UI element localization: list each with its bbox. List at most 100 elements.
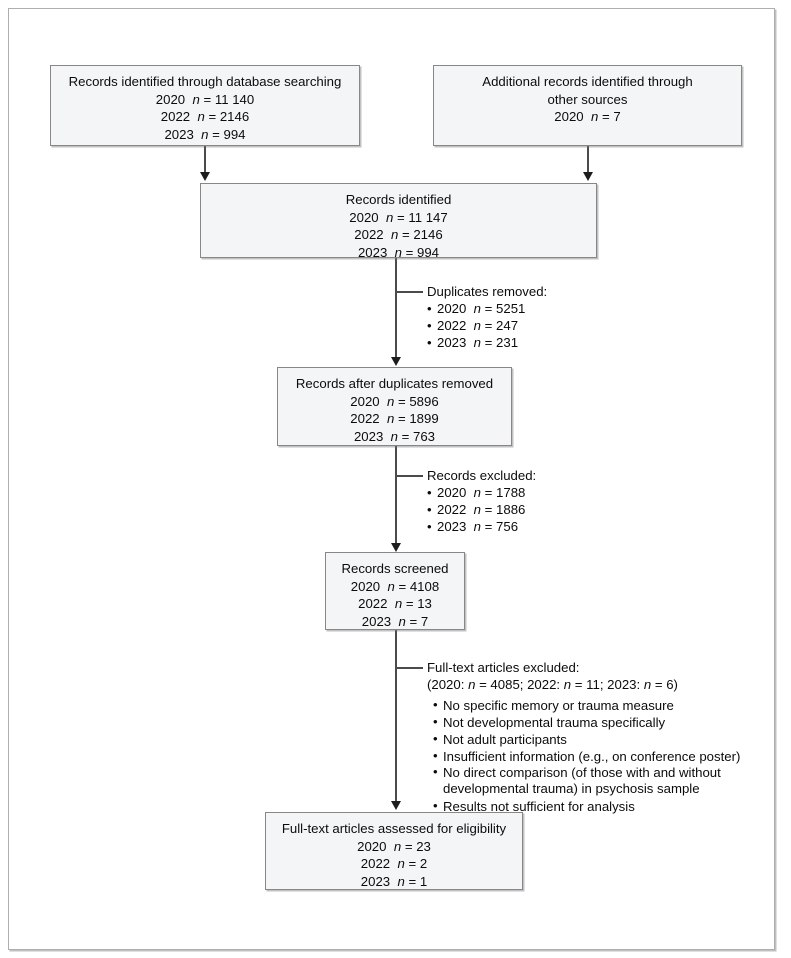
row-year: 2020 [349, 209, 379, 225]
note-list-item: 2023 n = 756 [427, 518, 536, 535]
note-list-item: Not developmental trauma specifically [433, 713, 743, 731]
item-year: 2023 [437, 519, 467, 535]
n-symbol: n [390, 428, 398, 444]
node-row: 2022 n = 13 [358, 595, 432, 613]
row-year: 2020 [357, 838, 387, 854]
note-list-item: No specific memory or trauma measure [433, 696, 743, 714]
node-title: Records after duplicates removed [295, 376, 494, 391]
node-title: Additional records identified through [482, 74, 693, 89]
row-value: 1899 [409, 411, 439, 427]
item-value: 756 [496, 519, 519, 535]
tick-fulltext-note [395, 667, 423, 669]
row-year: 2020 [350, 393, 380, 409]
note-header: Records excluded: [427, 468, 537, 483]
n-symbol: n [473, 301, 482, 317]
item-eq: = [481, 301, 497, 317]
note-list: 2020 n = 1788 2022 n = 1886 2023 n = 756 [427, 484, 536, 535]
n-symbol: n [563, 677, 572, 693]
n-symbol: n [385, 209, 394, 225]
row-year: 2022 [358, 596, 388, 612]
row-eq: = [208, 126, 224, 142]
node-records-identified: Records identified 2020 n = 11 147 2022 … [200, 183, 597, 260]
row-eq: = [598, 109, 614, 125]
row-year: 2022 [354, 227, 384, 243]
row-year: 2020 [554, 109, 584, 125]
node-records-after-duplicates-removed: Records after duplicates removed 2020 n … [277, 367, 512, 446]
tick-duplicates-note [395, 291, 423, 293]
row-year: 2023 [353, 428, 384, 444]
arrowhead-eligibility [390, 801, 401, 810]
row-eq: = [405, 613, 421, 629]
n-symbol: n [394, 244, 402, 260]
node-row: 2020 n = 11 147 [349, 209, 447, 227]
n-symbol: n [386, 411, 395, 427]
node-row: 2020 n = 23 [357, 838, 431, 856]
tick-excluded-note [395, 475, 423, 477]
row-value: 4108 [409, 578, 440, 594]
node-row: 2023 n = 1 [361, 873, 427, 891]
note-list-item: Results not sufficient for analysis [433, 797, 743, 815]
row-eq: = [404, 856, 420, 872]
row-value: 23 [416, 838, 431, 854]
connector-other-sources-down [587, 146, 589, 174]
row-year: 2023 [357, 244, 388, 260]
node-row: 2020 n = 7 [554, 108, 620, 126]
n-symbol: n [192, 91, 200, 107]
connector-identified-to-dedup [395, 258, 397, 359]
counts-part-3: = 6) [651, 677, 678, 693]
row-eq: = [204, 109, 220, 125]
node-title: Records identified [345, 192, 452, 207]
item-value: 1788 [496, 485, 526, 501]
connector-screened-to-eligibility [395, 630, 397, 804]
row-value: 11 140 [214, 91, 255, 107]
connector-dedup-to-screened [395, 446, 397, 546]
arrowhead-other-sources [582, 172, 593, 181]
node-row: 2022 n = 2146 [161, 108, 249, 126]
n-symbol: n [397, 856, 405, 872]
item-year: 2020 [437, 301, 467, 317]
n-symbol: n [468, 677, 476, 693]
n-symbol: n [643, 677, 652, 693]
n-symbol: n [397, 873, 405, 889]
arrowhead-dedup [390, 357, 401, 366]
node-row: 2023 n = 7 [362, 613, 428, 631]
row-eq: = [401, 838, 417, 854]
n-symbol: n [393, 838, 402, 854]
row-value: 1 [419, 873, 428, 889]
item-value: 5251 [496, 301, 526, 317]
note-list-item: 2022 n = 247 [427, 317, 547, 334]
connector-db-search-down [204, 146, 206, 174]
item-value: 231 [496, 335, 519, 351]
row-value: 7 [420, 613, 429, 629]
item-value: 1886 [496, 502, 526, 518]
item-year: 2022 [437, 502, 467, 518]
row-eq: = [397, 428, 414, 444]
note-fulltext-articles-excluded: Full-text articles excluded: (2020: n = … [427, 659, 743, 815]
row-eq: = [401, 244, 418, 260]
item-eq: = [481, 335, 497, 351]
row-value: 994 [417, 244, 440, 260]
node-row: 2022 n = 2146 [354, 226, 442, 244]
note-list-item: 2023 n = 231 [427, 334, 547, 351]
item-eq: = [481, 502, 497, 518]
note-list-item: 2020 n = 1788 [427, 484, 536, 501]
note-records-excluded: Records excluded: 2020 n = 1788 2022 n =… [427, 467, 536, 535]
row-eq: = [404, 873, 420, 889]
n-symbol: n [387, 578, 395, 594]
n-symbol: n [473, 502, 482, 518]
node-additional-records-other-sources: Additional records identified through ot… [433, 65, 742, 146]
n-symbol: n [590, 109, 599, 125]
row-value: 5896 [409, 393, 439, 409]
n-symbol: n [398, 613, 406, 629]
node-title: Records screened [341, 561, 449, 576]
note-list: 2020 n = 5251 2022 n = 247 2023 n = 231 [427, 300, 547, 351]
node-records-screened: Records screened 2020 n = 4108 2022 n = … [325, 552, 465, 630]
row-year: 2020 [350, 578, 381, 594]
note-counts: (2020: n = 4085; 2022: n = 11; 2023: n =… [427, 676, 743, 695]
item-year: 2020 [437, 485, 467, 501]
n-symbol: n [390, 227, 399, 243]
note-list-item: Insufficient information (e.g., on confe… [433, 747, 743, 765]
node-fulltext-assessed-eligibility: Full-text articles assessed for eligibil… [265, 812, 523, 890]
note-list-item: Not adult participants [433, 730, 743, 748]
n-symbol: n [473, 318, 482, 334]
